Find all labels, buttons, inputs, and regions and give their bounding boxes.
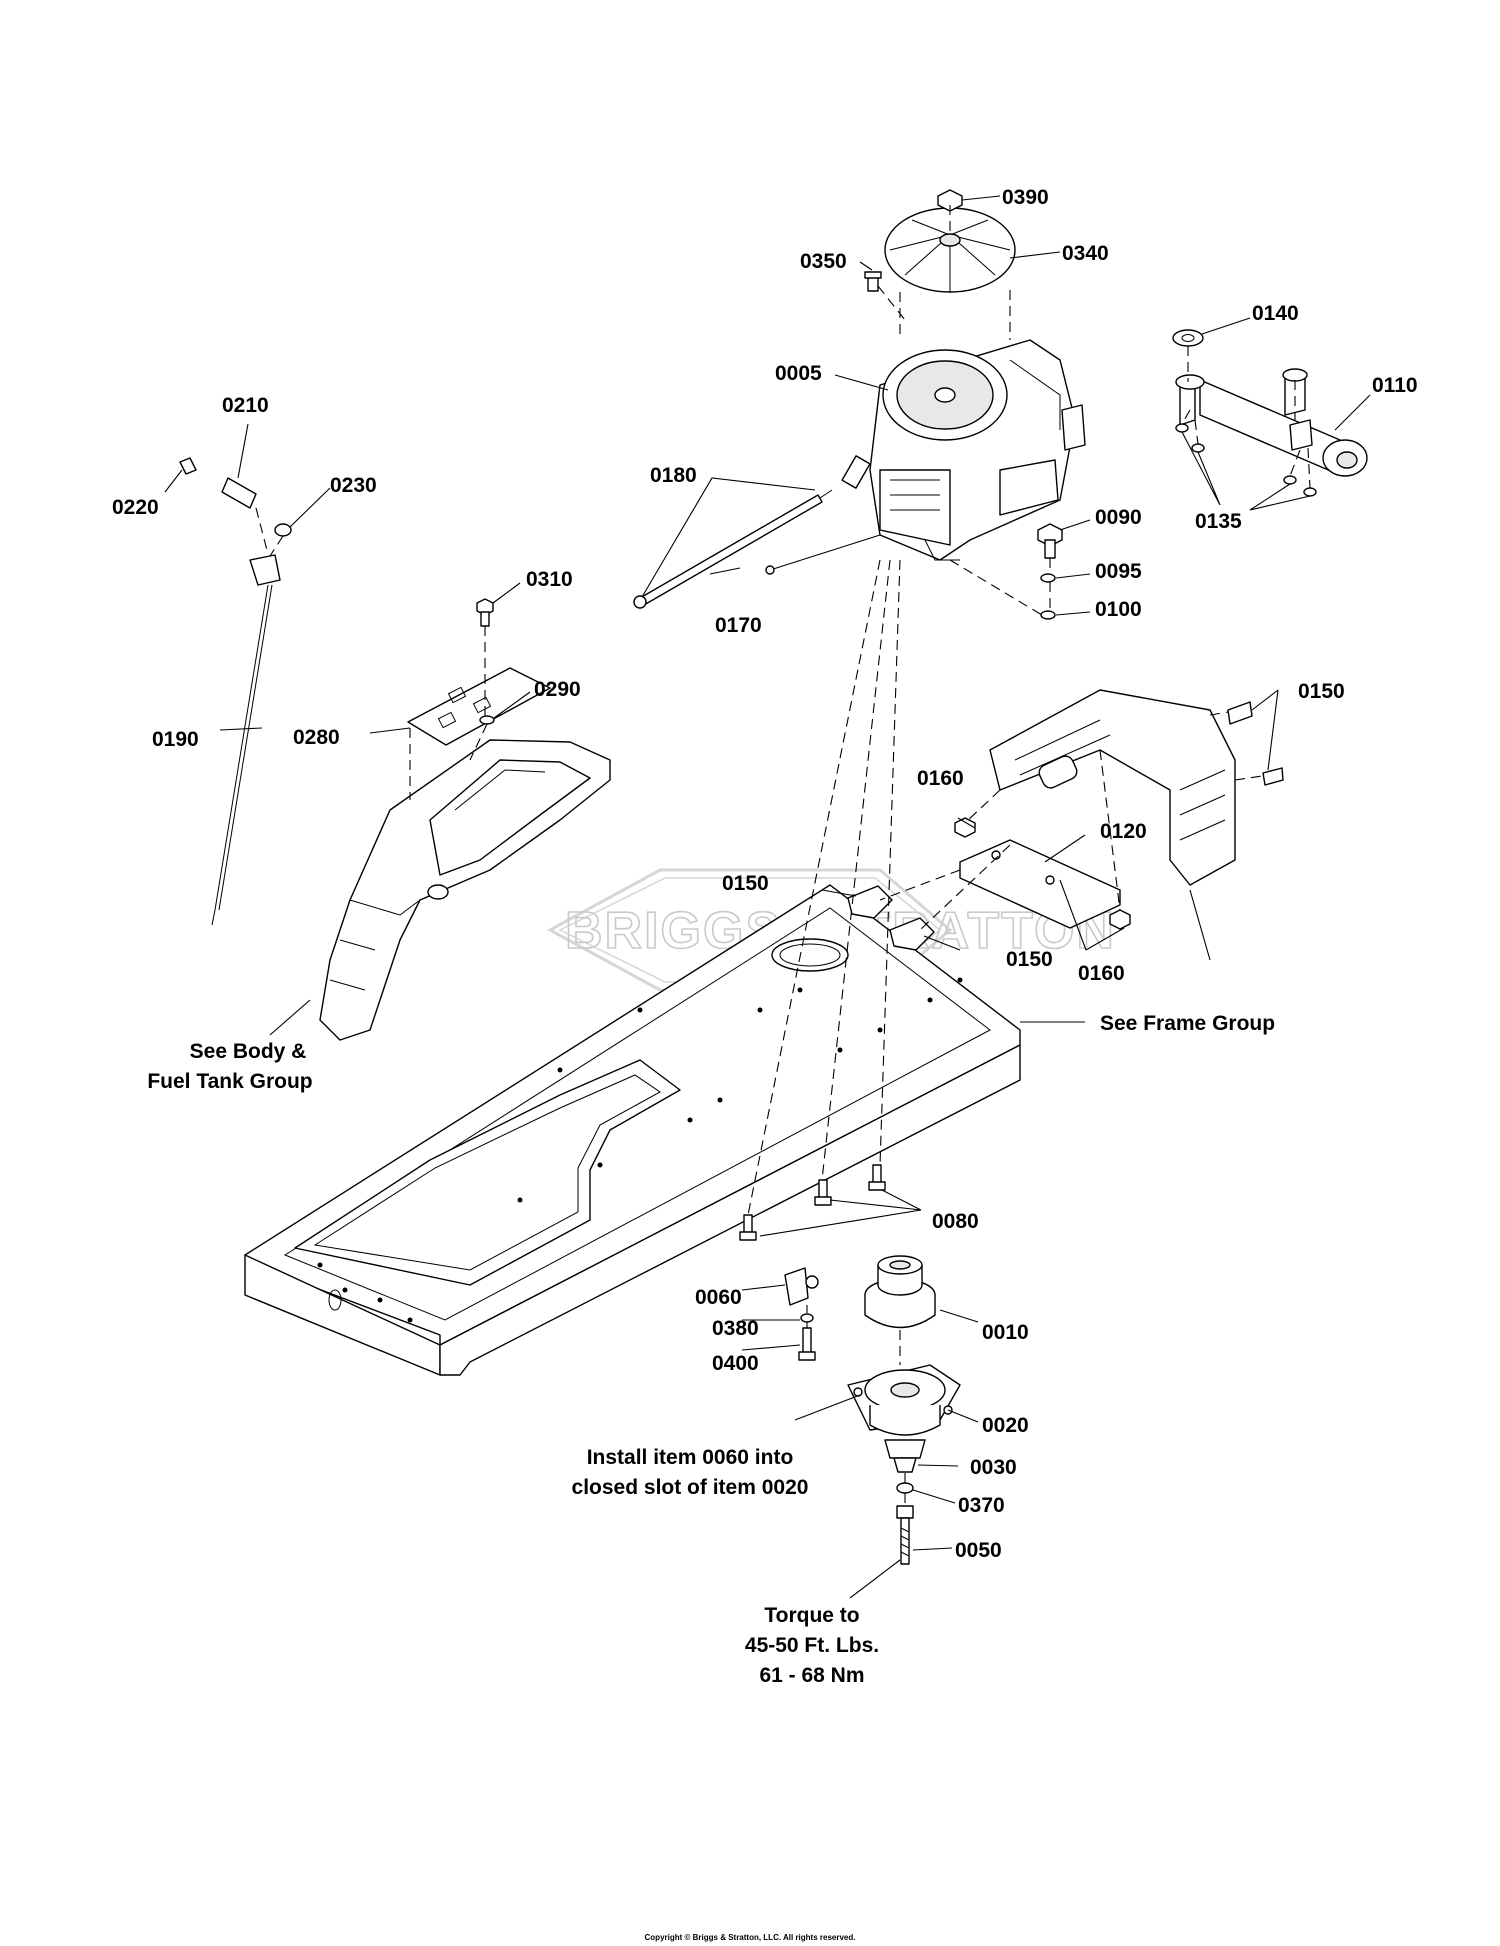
callout-0135: 0135 bbox=[1195, 510, 1242, 533]
callout-0050: 0050 bbox=[955, 1539, 1002, 1562]
callout-0160-bottom: 0160 bbox=[1078, 962, 1125, 985]
callout-0220: 0220 bbox=[112, 496, 159, 519]
fuel-tank-body bbox=[319, 739, 611, 1041]
callout-0100: 0100 bbox=[1095, 598, 1142, 621]
bolts-0080 bbox=[739, 1164, 886, 1241]
electric-clutch-0020 bbox=[847, 1364, 961, 1459]
screw-0310 bbox=[476, 598, 494, 627]
assembly-lines bbox=[255, 205, 1311, 1505]
washer-0380 bbox=[800, 1313, 814, 1323]
callout-0150-center: 0150 bbox=[1006, 948, 1053, 971]
decal-plate-0280 bbox=[407, 667, 551, 746]
callout-0060: 0060 bbox=[695, 1286, 742, 1309]
washer-0100 bbox=[1040, 610, 1056, 620]
callout-0160-top: 0160 bbox=[917, 767, 964, 790]
callout-0340: 0340 bbox=[1062, 242, 1109, 265]
engine bbox=[869, 339, 1086, 561]
frame-holes bbox=[317, 977, 963, 1323]
spacer-0030 bbox=[893, 1457, 917, 1473]
note-torque-line1: Torque to bbox=[764, 1604, 859, 1627]
nuts-0160 bbox=[954, 817, 1131, 930]
note-body-group-line2: Fuel Tank Group bbox=[147, 1070, 312, 1093]
bolt-0050 bbox=[896, 1505, 914, 1565]
callout-0370: 0370 bbox=[958, 1494, 1005, 1517]
callout-0020: 0020 bbox=[982, 1414, 1029, 1437]
callout-0005: 0005 bbox=[775, 362, 822, 385]
copyright-notice: Copyright © Briggs & Stratton, LLC. All … bbox=[645, 1933, 856, 1942]
frame-chassis bbox=[244, 884, 1021, 1376]
note-install-line1: Install item 0060 into bbox=[587, 1446, 794, 1469]
screw-0350 bbox=[864, 271, 882, 292]
dipstick-assembly bbox=[179, 457, 292, 926]
note-install-line2: closed slot of item 0020 bbox=[572, 1476, 809, 1499]
washer-0370 bbox=[896, 1482, 914, 1494]
callout-0210: 0210 bbox=[222, 394, 269, 417]
callout-0230: 0230 bbox=[330, 474, 377, 497]
heat-shield bbox=[989, 689, 1236, 886]
washer-0095 bbox=[1040, 573, 1056, 583]
callout-0180: 0180 bbox=[650, 464, 697, 487]
callout-0030: 0030 bbox=[970, 1456, 1017, 1479]
notes: See Body & Fuel Tank Group See Frame Gro… bbox=[147, 1012, 1275, 1687]
note-torque-line3: 61 - 68 Nm bbox=[759, 1664, 864, 1687]
callout-0150-right: 0150 bbox=[1298, 680, 1345, 703]
note-torque-line2: 45-50 Ft. Lbs. bbox=[745, 1634, 879, 1657]
callout-0170: 0170 bbox=[715, 614, 762, 637]
nut-0390 bbox=[937, 189, 963, 212]
callout-0380: 0380 bbox=[712, 1317, 759, 1340]
washer-0290 bbox=[479, 715, 495, 725]
callout-0150-left: 0150 bbox=[722, 872, 769, 895]
callout-0290: 0290 bbox=[534, 678, 581, 701]
muffler bbox=[1175, 368, 1368, 477]
clip-0060 bbox=[784, 1267, 819, 1306]
shield-clips-0150 bbox=[847, 885, 935, 951]
bolt-0400 bbox=[798, 1327, 816, 1361]
callout-0120: 0120 bbox=[1100, 820, 1147, 843]
leader-lines bbox=[164, 195, 1371, 1599]
screws-0150 bbox=[1227, 701, 1284, 786]
note-body-group-line1: See Body & bbox=[190, 1040, 307, 1063]
callout-0190: 0190 bbox=[152, 728, 199, 751]
pulley-0010 bbox=[864, 1255, 936, 1329]
callout-0080: 0080 bbox=[932, 1210, 979, 1233]
callout-0095: 0095 bbox=[1095, 560, 1142, 583]
callout-0090: 0090 bbox=[1095, 506, 1142, 529]
callout-labels: 0390 0340 0350 0005 0140 0110 0135 0210 … bbox=[112, 186, 1418, 1562]
blower-screen bbox=[884, 207, 1016, 293]
nuts-0135 bbox=[1175, 423, 1317, 497]
callout-0400: 0400 bbox=[712, 1352, 759, 1375]
throttle-cable bbox=[633, 455, 881, 609]
bolt-0090 bbox=[1037, 523, 1063, 559]
gasket-0140 bbox=[1172, 329, 1204, 347]
callout-0390: 0390 bbox=[1002, 186, 1049, 209]
callout-0110: 0110 bbox=[1372, 374, 1418, 397]
callout-0140: 0140 bbox=[1252, 302, 1299, 325]
callout-0280: 0280 bbox=[293, 726, 340, 749]
note-frame-group: See Frame Group bbox=[1100, 1012, 1275, 1035]
callout-0350: 0350 bbox=[800, 250, 847, 273]
callout-0010: 0010 bbox=[982, 1321, 1029, 1344]
callout-0310: 0310 bbox=[526, 568, 573, 591]
